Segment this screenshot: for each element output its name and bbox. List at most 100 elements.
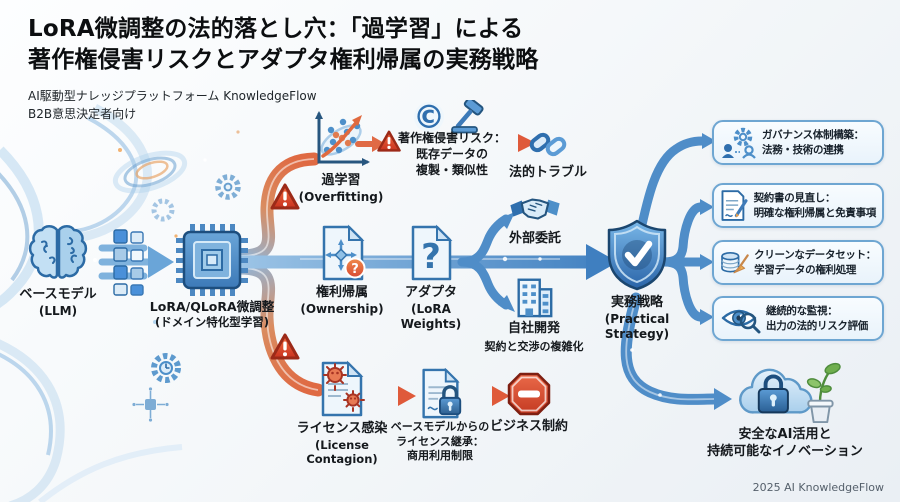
sparkle-dot — [236, 130, 240, 134]
governance-line1: ガバナンス体制構築： — [762, 129, 864, 142]
adapter-label: アダプタ — [404, 285, 457, 300]
base-model-label: ベースモデル — [19, 287, 97, 302]
sparkle-dot — [118, 148, 122, 152]
title-line-1: LoRA微調整の法的落とし穴：「過学習」による — [28, 16, 524, 42]
arrowhead — [700, 309, 714, 325]
stop-sign-icon — [507, 372, 551, 416]
arrowhead — [714, 388, 732, 410]
title-line-2: 著作権侵害リスクとアダプタ権利帰属の実務戦略 — [28, 46, 539, 73]
arrowhead-to-shield — [586, 244, 618, 280]
subtitle-line-2: B2B意思決定者向け — [28, 107, 137, 121]
svg-text:?: ? — [421, 237, 441, 277]
overfitting-sublabel: (Overfitting) — [298, 189, 384, 204]
goal-line1: 安全なAI活用と — [738, 427, 832, 442]
clean-dataset-icon — [721, 251, 749, 273]
lock-icon — [757, 374, 789, 414]
ownership-label: 権利帰属 — [315, 285, 368, 300]
license-inheritance-line1: ベースモデルからの — [390, 420, 490, 433]
branch-highlight — [239, 267, 319, 391]
business-restriction-label: ビジネス制約 — [489, 419, 568, 434]
arrow-brain-to-chip — [98, 229, 174, 296]
flow-dot — [658, 393, 662, 397]
wave-decoration — [0, 352, 53, 456]
inhouse-note: 契約と交渉の複雑化 — [484, 339, 584, 353]
arrowhead — [372, 136, 386, 152]
arrowhead — [700, 254, 714, 270]
arrow-to-box4 — [659, 257, 705, 322]
chip-icon — [176, 224, 248, 296]
swirl-decoration — [123, 156, 177, 188]
arrowhead — [518, 134, 536, 152]
data-blocks-icon — [113, 229, 144, 296]
gear-icon — [223, 182, 233, 192]
node-finetune: LoRA/QLoRA微調整 (ドメイン特化型学習) — [146, 224, 278, 329]
gavel-icon — [451, 100, 484, 134]
node-license-inheritance: ベースモデルからの ライセンス継承： 商用利用制限 — [388, 368, 492, 464]
overfitting-label: 過学習 — [321, 173, 361, 188]
restricted-license-icon — [422, 368, 462, 419]
strategy-label: 実務戦略 — [610, 295, 663, 310]
handshake-icon — [510, 198, 560, 220]
strategy-box-governance: ガバナンス体制構築： 法務・技術の連携 — [712, 120, 884, 165]
footer-credit: 2025 AI KnowledgeFlow — [752, 481, 884, 494]
brain-icon — [28, 225, 88, 279]
strategy-box-contract: 契約書の見直し： 明確な権利帰属と免責事項 — [712, 183, 884, 228]
sparkle-dot — [174, 234, 178, 238]
copyright-icon: © — [413, 100, 445, 134]
license-inheritance-line2: ライセンス継承： — [396, 434, 484, 448]
finetune-sublabel: (ドメイン特化型学習) — [154, 315, 269, 329]
page-title: LoRA微調整の法的落とし穴：「過学習」による 著作権侵害リスクとアダプタ権利帰… — [28, 14, 538, 75]
base-model-sublabel: (LLM) — [38, 303, 78, 318]
adapter-document-icon: ? — [411, 224, 453, 281]
virus-icon — [343, 390, 365, 412]
node-ownership: ? 権利帰属 (Ownership) — [296, 224, 388, 317]
node-overfitting: 過学習 (Overfitting) — [296, 110, 386, 205]
monitoring-line2: 出力の法的リスク評価 — [766, 319, 868, 332]
flow-dot — [538, 257, 542, 261]
contract-pen-icon — [721, 189, 748, 221]
sparkle-dot — [203, 158, 207, 162]
node-outsourcing: 外部委託 — [493, 192, 577, 248]
warning-icon — [270, 333, 300, 360]
wave-decoration — [0, 339, 65, 502]
chain-icon — [529, 132, 567, 157]
arrowhead — [398, 386, 416, 406]
swirl-decoration — [112, 150, 188, 194]
contract-line2: 明確な権利帰属と免責事項 — [753, 206, 877, 219]
ownership-document-icon: ? — [322, 224, 366, 281]
goal-line2: 持続可能なイノベーション — [707, 443, 863, 459]
arrowhead — [492, 386, 510, 406]
gear-icon — [215, 174, 241, 200]
sparkle-dot — [153, 320, 157, 324]
flow-dot — [630, 348, 634, 352]
license-contagion-sublabel: (License Contagion) — [306, 437, 378, 466]
circuit-icon — [132, 387, 169, 422]
governance-line2: 法務・技術の連携 — [762, 143, 844, 156]
wave-decoration — [0, 146, 44, 309]
shield-check-icon — [607, 219, 667, 291]
license-inheritance-line3: 商用利用制限 — [407, 449, 473, 463]
flow-dot — [502, 256, 508, 262]
copyright-risk-line3: 複製・類似性 — [415, 162, 488, 177]
contract-line1: 契約書の見直し： — [753, 192, 836, 205]
node-adapter: ? アダプタ (LoRA Weights) — [383, 224, 479, 332]
monitoring-line1: 継続的な監視： — [766, 305, 838, 318]
warning-icon — [377, 130, 401, 152]
legal-trouble-label: 法的トラブル — [508, 165, 587, 180]
arrow-to-inhouse — [457, 257, 511, 310]
license-contagion-icon — [321, 360, 365, 417]
secure-cloud-plant-icon — [739, 362, 841, 424]
gear-clock-icon — [151, 353, 181, 383]
branch-highlight — [625, 297, 715, 401]
monitoring-eye-icon — [721, 309, 761, 333]
arrowhead — [702, 133, 716, 149]
arrowhead-inhouse — [498, 295, 515, 312]
building-icon — [517, 278, 553, 318]
copyright-risk-line2: 既存データの — [415, 146, 488, 161]
node-business-restriction: ビジネス制約 — [485, 372, 573, 436]
node-goal: 安全なAI活用と 持続可能なイノベーション — [700, 356, 870, 460]
node-base-model: ベースモデル (LLM) — [4, 222, 112, 319]
arrow-to-box1 — [635, 136, 707, 239]
